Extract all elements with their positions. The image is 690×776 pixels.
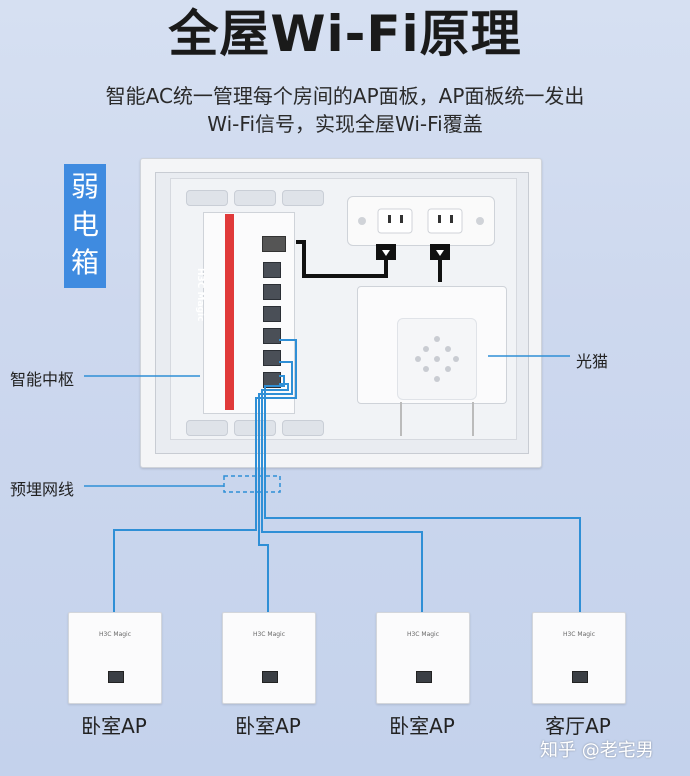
outlet-sockets-icon <box>358 208 484 234</box>
label-preburied-cable: 预埋网线 <box>10 480 75 499</box>
uplink-port <box>262 236 286 252</box>
ethernet-port-icon <box>262 671 278 683</box>
ap-panel: H3C Magic <box>376 612 470 704</box>
ethernet-port-icon <box>572 671 588 683</box>
modem-vent-icon <box>415 336 459 382</box>
ap-label: 卧室AP <box>389 714 455 738</box>
lan-port <box>263 328 281 344</box>
lan-port <box>263 284 281 300</box>
weak-box-label: 弱电箱 <box>64 164 106 288</box>
hub-brand-bar <box>225 214 234 410</box>
subtitle-line-2: Wi-Fi信号，实现全屋Wi-Fi覆盖 <box>207 112 483 136</box>
ethernet-port-icon <box>108 671 124 683</box>
ap-brand: H3C Magic <box>98 631 132 638</box>
lan-port <box>263 306 281 322</box>
lan-port <box>263 350 281 366</box>
modem-bracket <box>400 402 474 436</box>
mount-slot <box>234 190 276 206</box>
watermark: 知乎 @老宅男 <box>540 740 654 761</box>
label-modem: 光猫 <box>576 352 609 371</box>
ap-panel: H3C Magic <box>222 612 316 704</box>
ap-label: 卧室AP <box>235 714 301 738</box>
mount-slot <box>186 190 228 206</box>
ap-brand: H3C Magic <box>252 631 286 638</box>
subtitle-line-1: 智能AC统一管理每个房间的AP面板，AP面板统一发出 <box>105 84 585 108</box>
mount-slot <box>186 420 228 436</box>
ap-panel: H3C Magic <box>532 612 626 704</box>
lan-port <box>263 372 281 388</box>
ap-label: 客厅AP <box>545 714 611 738</box>
modem-front-panel <box>397 318 477 400</box>
lan-port <box>263 262 281 278</box>
ap-brand: H3C Magic <box>406 631 440 638</box>
ap-brand: H3C Magic <box>562 631 596 638</box>
mount-slot <box>282 190 324 206</box>
ap-panel: H3C Magic <box>68 612 162 704</box>
ethernet-port-icon <box>416 671 432 683</box>
power-cables <box>296 240 450 282</box>
mount-slot <box>282 420 324 436</box>
page-title: 全屋Wi-Fi原理 <box>168 5 522 63</box>
label-smart-hub: 智能中枢 <box>10 370 75 389</box>
power-outlet-strip <box>347 196 495 246</box>
ap-label: 卧室AP <box>81 714 147 738</box>
